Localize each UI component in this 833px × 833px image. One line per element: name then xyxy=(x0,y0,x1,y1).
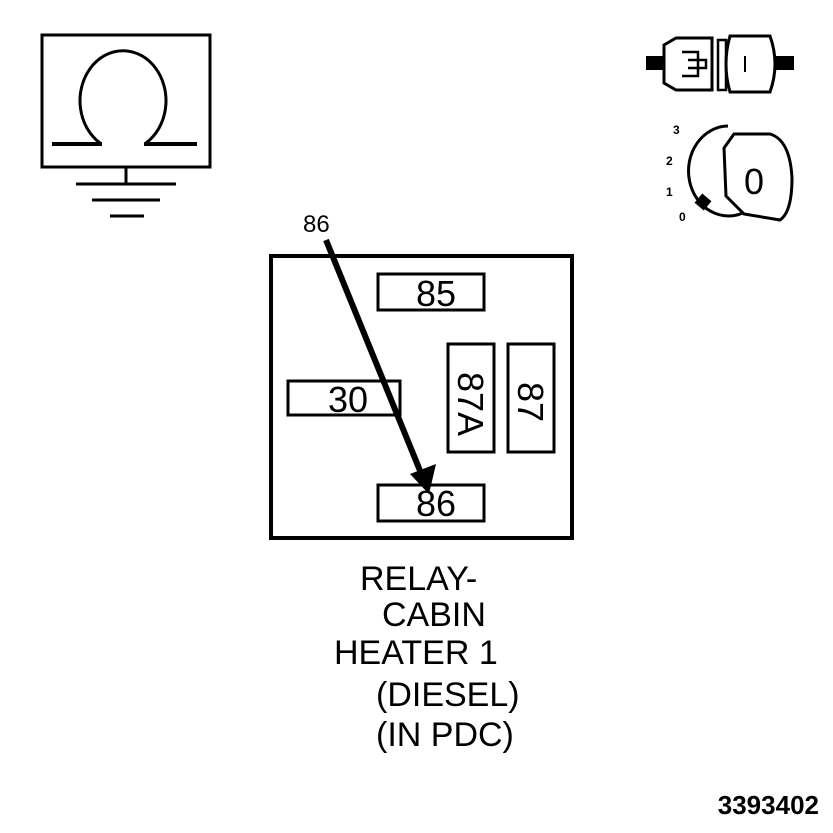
ignition-position-1: 1 xyxy=(666,185,673,199)
pointer-label: 86 xyxy=(303,211,330,238)
caption-line-5: (IN PDC) xyxy=(376,716,514,754)
ignition-position-2: 2 xyxy=(666,154,673,168)
pin-86-pointer-arrow xyxy=(323,238,436,494)
relay-pin-87a: 87A xyxy=(446,342,496,454)
caption-line-2: CABIN xyxy=(382,596,486,634)
pin-86-label: 86 xyxy=(416,483,456,524)
relay-pin-87: 87 xyxy=(506,342,556,454)
relay-pin-30: 30 xyxy=(286,379,402,420)
pin-87a-label: 87A xyxy=(450,372,491,436)
pin-30-label: 30 xyxy=(328,379,368,420)
ground-icon xyxy=(76,182,176,218)
caption-line-4: (DIESEL) xyxy=(376,676,520,714)
pin-85-label: 85 xyxy=(416,273,456,314)
ignition-switch-icon: 3 2 1 0 0 xyxy=(666,123,794,224)
ohmmeter-icon xyxy=(40,33,212,184)
pin-87-label: 87 xyxy=(510,382,551,422)
figure-number: 3393402 xyxy=(717,790,819,820)
ignition-key-label: 0 xyxy=(744,161,764,202)
caption-line-3: HEATER 1 xyxy=(334,634,498,672)
caption-line-1: RELAY- xyxy=(360,560,478,598)
relay-pin-86: 86 xyxy=(376,483,486,524)
relay-pin-85: 85 xyxy=(376,272,486,314)
ignition-position-0: 0 xyxy=(679,210,686,224)
connector-disconnect-icon xyxy=(646,34,794,94)
ignition-position-3: 3 xyxy=(673,123,680,137)
